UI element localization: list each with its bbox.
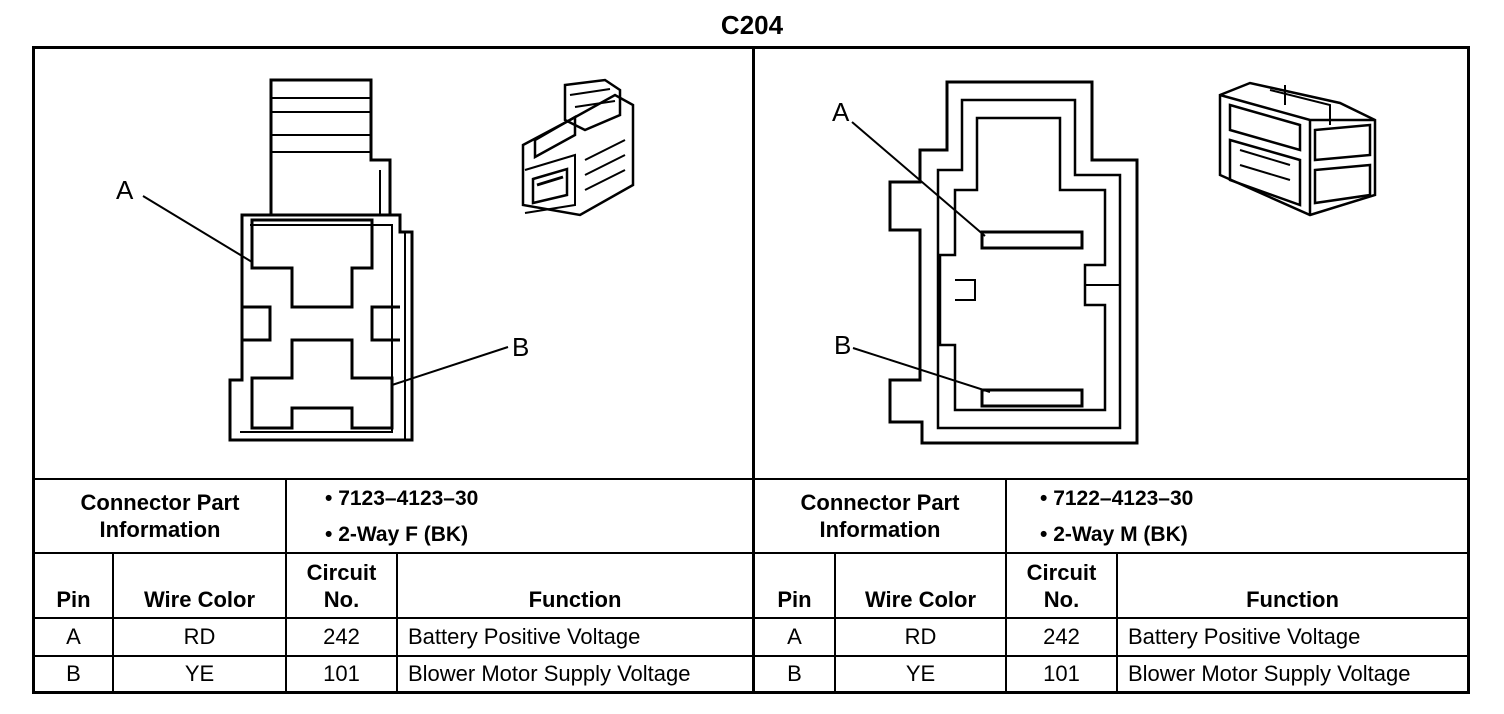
left-row-b-function: Blower Motor Supply Voltage	[408, 661, 691, 686]
right-row-a-function: Battery Positive Voltage	[1128, 624, 1361, 649]
right-header-circuit-line-2: No.	[1043, 587, 1080, 612]
diagram-title: C204	[720, 10, 784, 40]
table-header-bottom-line	[32, 617, 1470, 619]
left-header-circuit: Circuit No.	[287, 556, 396, 616]
table-row-divider	[32, 655, 1470, 657]
left-header-function: Function	[528, 587, 622, 612]
left-part-info-list: • 7123–4123–30 • 2-Way F (BK)	[325, 481, 478, 553]
right-row-a-wire-color: RD	[904, 624, 937, 649]
right-part-info-label: Connector Part Information	[755, 480, 1005, 552]
left-connector-3d-icon	[521, 78, 635, 217]
center-divider	[752, 46, 755, 694]
left-col-divider-1	[285, 478, 287, 694]
right-header-pin: Pin	[777, 587, 812, 612]
left-header-circuit-line-2: No.	[323, 587, 360, 612]
right-row-b-wire-color: YE	[905, 661, 936, 686]
left-header-circuit-line-1: Circuit	[306, 560, 377, 585]
right-connector-3d-icon	[1218, 81, 1377, 217]
left-part-number: • 7123–4123–30	[325, 487, 479, 510]
left-pin-label-a: A	[116, 175, 134, 205]
right-part-number: • 7122–4123–30	[1040, 487, 1194, 510]
right-header-wire-color: Wire Color	[864, 587, 977, 612]
right-part-info-label-line-1: Connector Part	[800, 490, 960, 515]
left-col-divider-circuit	[396, 552, 398, 694]
right-col-divider-circuit	[1116, 552, 1118, 694]
right-row-a-pin: A	[787, 624, 802, 649]
right-row-a-circuit: 242	[1043, 624, 1080, 649]
left-pin-label-b: B	[512, 332, 530, 362]
left-part-info-label-line-1: Connector Part	[80, 490, 240, 515]
right-part-description: • 2-Way M (BK)	[1040, 523, 1188, 546]
left-col-divider-pin	[112, 552, 114, 694]
right-header-circuit-line-1: Circuit	[1026, 560, 1097, 585]
right-header-circuit: Circuit No.	[1007, 556, 1116, 616]
left-row-b-wire-color: YE	[184, 661, 215, 686]
right-col-divider-pin	[834, 552, 836, 694]
right-col-divider-1	[1005, 478, 1007, 694]
left-header-pin: Pin	[56, 587, 91, 612]
right-row-b-circuit: 101	[1043, 661, 1080, 686]
right-pin-label-b: B	[834, 330, 852, 360]
right-part-info-list: • 7122–4123–30 • 2-Way M (BK)	[1040, 481, 1193, 553]
left-row-a-circuit: 242	[323, 624, 360, 649]
left-part-info-label: Connector Part Information	[35, 480, 285, 552]
left-row-b-pin: B	[66, 661, 81, 686]
right-part-info-label-line-2: Information	[819, 517, 941, 542]
left-connector-face	[142, 78, 509, 442]
left-row-a-wire-color: RD	[183, 624, 216, 649]
left-part-info-label-line-2: Information	[99, 517, 221, 542]
part-info-bottom-line	[32, 552, 1470, 554]
left-row-a-function: Battery Positive Voltage	[408, 624, 641, 649]
connector-frame	[32, 46, 1470, 694]
drawing-bottom-line	[32, 478, 1470, 480]
left-header-wire-color: Wire Color	[143, 587, 256, 612]
right-header-function: Function	[1246, 587, 1339, 612]
right-connector-face	[851, 80, 1139, 445]
right-pin-label-a: A	[832, 97, 850, 127]
left-row-b-circuit: 101	[323, 661, 360, 686]
right-row-b-function: Blower Motor Supply Voltage	[1128, 661, 1411, 686]
left-part-description: • 2-Way F (BK)	[325, 523, 469, 546]
right-row-b-pin: B	[787, 661, 802, 686]
left-row-a-pin: A	[66, 624, 81, 649]
